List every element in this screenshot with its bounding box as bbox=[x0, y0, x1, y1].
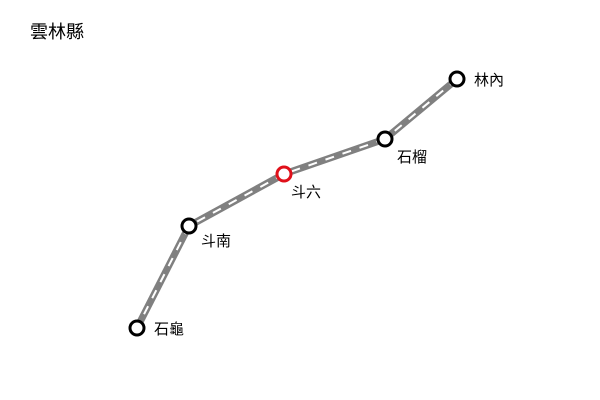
station-marker-douliu[interactable] bbox=[275, 165, 293, 183]
station-marker-linnei[interactable] bbox=[448, 70, 466, 88]
station-label-linnei: 林內 bbox=[474, 71, 504, 89]
track-segment bbox=[282, 135, 387, 178]
station-label-douliu: 斗六 bbox=[291, 183, 321, 201]
station-label-shiliu: 石榴 bbox=[397, 148, 427, 166]
county-title: 雲林縣 bbox=[30, 22, 84, 43]
station-marker-dounan[interactable] bbox=[180, 217, 198, 235]
station-marker-shiliu[interactable] bbox=[376, 130, 394, 148]
station-marker-shigui[interactable] bbox=[128, 319, 146, 337]
track-dash bbox=[136, 225, 190, 329]
station-markers bbox=[128, 70, 466, 337]
track-dash bbox=[384, 78, 458, 140]
station-label-shigui: 石龜 bbox=[154, 320, 184, 338]
station-label-dounan: 斗南 bbox=[201, 232, 231, 250]
railway-line bbox=[133, 76, 460, 330]
track-dash bbox=[188, 173, 285, 227]
